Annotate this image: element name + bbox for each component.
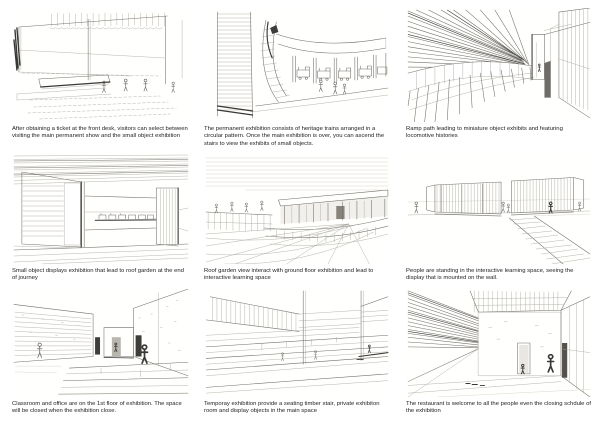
roof-garden-sketch-image (204, 152, 390, 264)
caption-front-desk: After obtaining a ticket at the front de… (12, 126, 188, 140)
interactive-learning-sketch-image (406, 152, 592, 264)
ramp-path-sketch-image (406, 8, 592, 122)
caption-temporary-exhibition: Temporay exhibition provide a seating ti… (204, 401, 380, 415)
figure-roof-garden: Roof garden view interact with ground fl… (204, 152, 390, 283)
figure-temporary-exhibition: Temporay exhibition provide a seating ti… (204, 289, 390, 416)
caption-roof-garden: Roof garden view interact with ground fl… (204, 268, 374, 282)
front-desk-sketch-image (12, 10, 190, 122)
caption-permanent-exhibition: The permanent exhibition consists of her… (204, 126, 385, 147)
figure-restaurant: The restaurant is welcome to all the peo… (406, 289, 592, 416)
caption-ramp-path: Ramp path leading to miniature object ex… (406, 126, 563, 140)
temporary-exhibition-sketch-image (204, 289, 390, 397)
caption-interactive-learning: People are standing in the interactive l… (406, 268, 574, 282)
classroom-office-sketch-image (12, 289, 190, 397)
figure-front-desk: After obtaining a ticket at the front de… (12, 10, 190, 141)
small-object-displays-sketch-image (12, 152, 190, 264)
permanent-exhibition-sketch-image (204, 10, 390, 122)
figure-interactive-learning: People are standing in the interactive l… (406, 152, 592, 283)
caption-small-object-displays: Small object displays exhibition that le… (12, 268, 184, 282)
figure-permanent-exhibition: The permanent exhibition consists of her… (204, 10, 390, 148)
caption-restaurant: The restaurant is welcome to all the peo… (406, 401, 592, 415)
figure-classroom-office: Classroom and office are on the 1st floo… (12, 289, 190, 416)
caption-classroom-office: Classroom and office are on the 1st floo… (12, 401, 182, 415)
restaurant-sketch-image (406, 289, 592, 397)
figure-small-object-displays: Small object displays exhibition that le… (12, 152, 190, 283)
figure-ramp-path: Ramp path leading to miniature object ex… (406, 8, 592, 141)
